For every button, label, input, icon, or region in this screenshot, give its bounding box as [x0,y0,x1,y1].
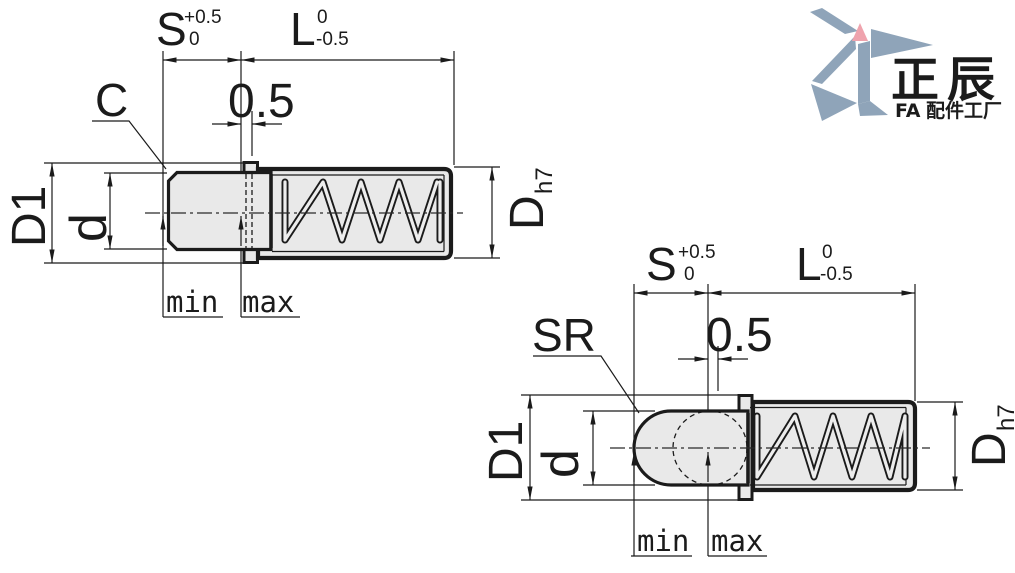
svg-text:d: d [532,449,590,478]
dimension-lines [521,284,963,557]
svg-text:D1: D1 [3,186,56,247]
body-fit-label: h7 [993,404,1015,431]
logo-sub-text: 配件工厂 [926,99,1002,122]
length-tol-lower: -0.5 [316,29,349,50]
logo-mark-accent [852,23,868,41]
plunger-pin-flat-nose [166,170,273,252]
length-tol-lower: -0.5 [820,264,853,285]
stroke-tol-upper: +0.5 [184,7,222,28]
body-fit-label: h7 [531,167,558,194]
flange-dia-label: D1 [480,421,533,482]
length-tol-upper: 0 [317,7,328,28]
length-tol-upper: 0 [822,242,833,263]
chamfer-leader-line [92,120,167,170]
spring-coil [753,412,909,481]
logo-mark [810,8,933,121]
pin-dia-label: d [60,213,118,242]
stroke-tol-lower: 0 [684,264,695,285]
spring-coil [281,178,444,244]
stroke-tol-lower: 0 [189,29,200,50]
body-dia-label: D h7 [963,404,1015,467]
length-dim-label: L [290,3,316,55]
flange-dia-label: D1 [3,186,56,247]
pin-dia-label: d [532,449,590,478]
body-dia-label: D h7 [501,167,558,230]
svg-text:D1: D1 [480,421,533,482]
chamfer-label: C [95,74,128,126]
logo-sub-fa: FA [895,100,921,122]
max-label: max [711,524,763,558]
gap-value-label: 0.5 [706,309,773,362]
svg-text:d: d [60,213,118,242]
ball-nose-plunger-drawing: S +0.5 0 L 0 -0.5 0.5 SR min max D1 d D … [480,238,1015,558]
stroke-position-arrows [631,452,711,482]
min-label: min [637,524,689,558]
stroke-position-arrows [160,216,244,246]
min-label: min [166,285,218,319]
svg-text:D: D [963,432,1015,467]
flat-nose-plunger-drawing: S +0.5 0 L 0 -0.5 0.5 C min max D1 d D h… [3,3,558,319]
dimension-lines [44,51,500,318]
svg-text:D: D [501,195,554,230]
nose-radius-leader-line [533,355,640,414]
stroke-tol-upper: +0.5 [678,242,716,263]
length-dim-label: L [796,238,822,290]
max-label: max [242,285,294,319]
nose-radius-label: SR [532,309,596,361]
stroke-dim-label: S [156,3,187,55]
gap-value-label: 0.5 [228,75,295,128]
stroke-dim-label: S [646,238,677,290]
logo-watermark: 正辰 FA 配件工厂 [810,8,1003,122]
logo-company-name: 正辰 [891,52,1003,108]
hidden-lines [245,174,253,248]
